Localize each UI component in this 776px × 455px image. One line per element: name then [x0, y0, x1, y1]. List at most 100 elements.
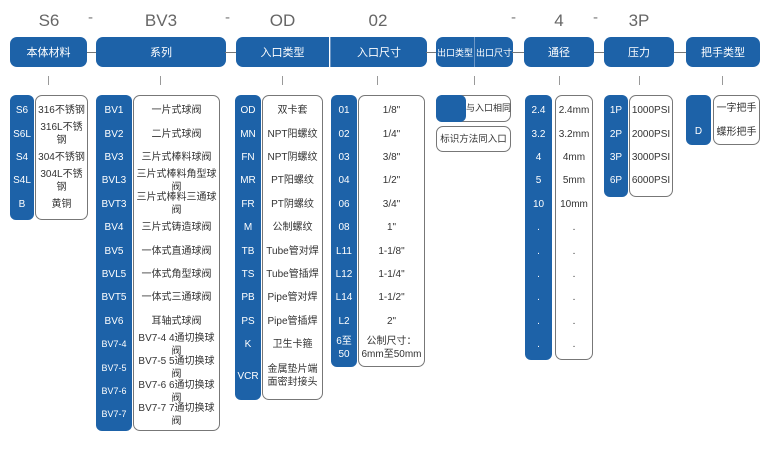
- bore-code: 5: [535, 175, 542, 187]
- material-code: S4L: [13, 175, 31, 187]
- header-outlet-type: 出口类型: [436, 37, 474, 67]
- material-desc: 304L不锈钢: [40, 168, 83, 193]
- inlet_type-desc: NPT阳螺纹: [267, 128, 318, 140]
- series-code: BVT5: [101, 292, 127, 304]
- bore-desc: .: [572, 245, 576, 257]
- handle-option: 一字把手: [716, 102, 757, 114]
- bore-desc: 2.4mm: [558, 105, 590, 117]
- inlet_type-desc: Pipe管对焊: [267, 292, 318, 304]
- bore-desc: 3.2mm: [558, 128, 590, 140]
- pressure-desc: 2000PSI: [631, 128, 671, 140]
- bore-desc: .: [572, 339, 576, 351]
- series-desc-column: [133, 95, 220, 431]
- header-handle: 把手类型: [686, 37, 760, 67]
- connector-line: [426, 52, 436, 53]
- bore-code-column: [525, 95, 552, 361]
- inlet_size-code: L11: [336, 245, 352, 257]
- series-desc: 三片式铸造球阀: [141, 222, 212, 234]
- tick-mark: [722, 76, 723, 85]
- bore-code: 3.2: [531, 128, 546, 140]
- inlet_size-code-column: [331, 95, 357, 367]
- series-code: BV7-4: [101, 339, 127, 350]
- header-bore: 通径: [524, 37, 594, 67]
- inlet_type-desc: Tube管插焊: [266, 268, 319, 280]
- inlet_type-desc: 双卡套: [277, 105, 308, 117]
- inlet_type-code: FR: [241, 198, 255, 210]
- tick-mark: [48, 76, 49, 85]
- material-desc: 黄铜: [51, 198, 72, 210]
- series-desc: 一体式三通球阀: [141, 292, 212, 304]
- inlet_type-code: PB: [241, 292, 255, 304]
- separator: -: [225, 10, 231, 26]
- bore-code: .: [537, 315, 540, 327]
- inlet_size-desc: 1-1/2": [378, 292, 405, 304]
- outlet-same-text: 与入口相同: [466, 103, 512, 113]
- header-inlet-type: 入口类型: [236, 37, 329, 67]
- handle-code-column: [686, 95, 711, 145]
- material-desc: 304不锈钢: [38, 151, 85, 163]
- inlet_size-desc: 3/4": [382, 198, 401, 210]
- series-code: BVL3: [101, 175, 127, 187]
- series-desc: 二片式球阀: [151, 128, 202, 140]
- header-material: 本体材料: [10, 37, 87, 67]
- series-desc: BV7-5 5通切换球阀: [138, 356, 215, 381]
- inlet_type-code: M: [243, 222, 253, 234]
- inlet_type-code-column: [235, 95, 261, 401]
- inlet_type-code: FN: [241, 151, 255, 163]
- inlet_type-desc: Tube管对焊: [266, 245, 319, 257]
- inlet_type-code: PS: [241, 315, 255, 327]
- tick-mark: [377, 76, 378, 85]
- material-code: S6L: [13, 128, 31, 140]
- inlet_size-code: L2: [338, 315, 350, 327]
- series-desc: 一体式角型球阀: [141, 268, 212, 280]
- series-desc: 一体式直通球阀: [141, 245, 212, 257]
- header-pressure: 压力: [604, 37, 674, 67]
- pressure-desc: 3000PSI: [631, 151, 671, 163]
- handle-code: D: [694, 125, 703, 137]
- pressure-desc-column: [629, 95, 673, 197]
- header-inlet-size: 入口尺寸: [330, 37, 427, 67]
- top-code: 4: [554, 11, 564, 30]
- outlet-marking-text: 标识方法同入口: [440, 133, 507, 145]
- series-code: BV6: [104, 315, 124, 327]
- connector-line: [512, 52, 524, 53]
- material-code: S6: [15, 105, 29, 117]
- series-code: BV7-7: [101, 409, 127, 420]
- material-code-column: [10, 95, 34, 220]
- top-code: OD: [269, 11, 296, 30]
- inlet_size-code: L12: [335, 268, 353, 280]
- bore-code: .: [537, 245, 540, 257]
- bore-code: .: [537, 222, 540, 234]
- series-desc: 三片式棒料三通球阀: [136, 192, 217, 217]
- bore-desc: 4mm: [562, 151, 586, 163]
- inlet_type-desc: 金属垫片端面密封接头: [267, 364, 318, 389]
- bore-code: .: [537, 292, 540, 304]
- material-desc: 316不锈钢: [38, 105, 85, 117]
- material-desc-column: [35, 95, 88, 220]
- material-desc: 316L不锈钢: [40, 122, 83, 147]
- tick-mark: [559, 76, 560, 85]
- series-desc: BV7-4 4通切换球阀: [138, 332, 215, 357]
- series-code-column: [96, 95, 132, 431]
- series-code: BVL5: [101, 268, 127, 280]
- bore-code: 2.4: [531, 105, 546, 117]
- handle-option: 蝶形把手: [716, 126, 757, 138]
- bore-desc: .: [572, 315, 576, 327]
- pressure-code: 1P: [609, 105, 623, 117]
- inlet_size-code: 03: [338, 151, 350, 163]
- inlet_type-code: TB: [241, 245, 255, 257]
- inlet_size-desc-column: [358, 95, 425, 367]
- series-desc: 耳轴式球阀: [151, 315, 202, 327]
- bore-desc: 10mm: [560, 198, 588, 210]
- series-code: BV1: [104, 105, 124, 117]
- bore-code: .: [537, 268, 540, 280]
- inlet_size-code: L14: [335, 292, 353, 304]
- header-series: 系列: [96, 37, 226, 67]
- pressure-code: 3P: [609, 151, 623, 163]
- inlet_size-code: 08: [338, 222, 350, 234]
- inlet_type-desc: Pipe管插焊: [267, 315, 318, 327]
- pressure-code: 2P: [609, 128, 623, 140]
- inlet_size-desc: 3/8": [382, 151, 401, 163]
- series-code: BV3: [104, 151, 124, 163]
- top-code: BV3: [144, 11, 178, 30]
